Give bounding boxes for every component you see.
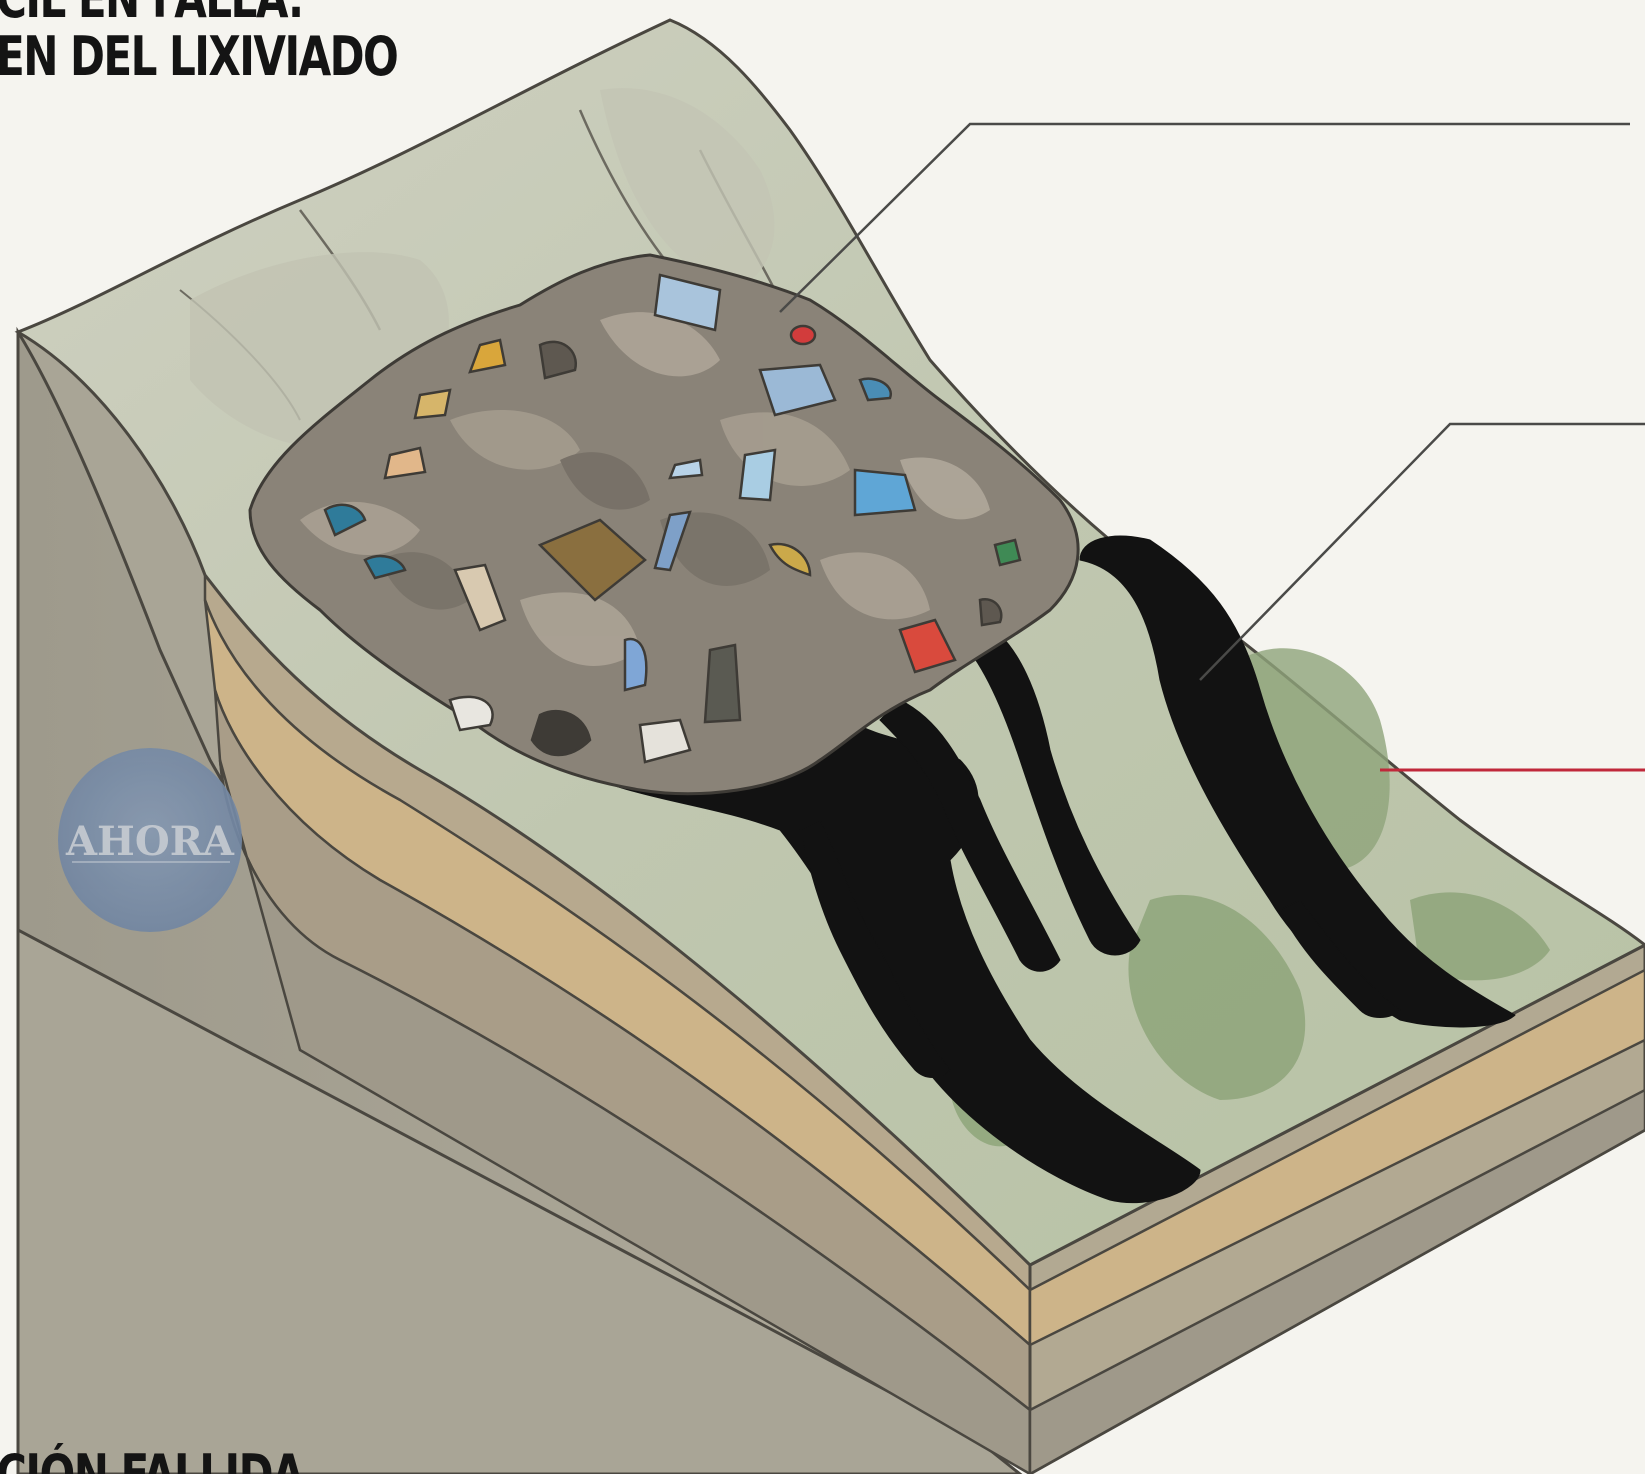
vegetation-patch <box>1410 892 1550 981</box>
diagram-title-line-1: CIL EN FALLA: <box>0 0 305 26</box>
terrain-shadow <box>600 88 775 290</box>
soil-stratum-right-tan <box>1028 968 1645 1348</box>
soil-stratum-right-base <box>1028 1088 1645 1474</box>
watermark-logo-text: AHORA <box>65 818 235 865</box>
vegetation-patch <box>1128 894 1306 1100</box>
callout-line-waste <box>779 122 1630 313</box>
section-heading-bottom: CIÓN FALLIDA <box>0 1448 305 1474</box>
diagram-title-line-2: EN DEL LIXIVIADO <box>0 25 399 88</box>
ahora-logo-icon <box>58 748 242 932</box>
plastic-debris-icon <box>323 273 1022 764</box>
waste-pile-texture <box>300 312 990 666</box>
soil-stratum-base <box>218 759 1032 1474</box>
callout-line-leachate <box>1199 422 1645 681</box>
leachate-streams <box>558 535 1516 1204</box>
